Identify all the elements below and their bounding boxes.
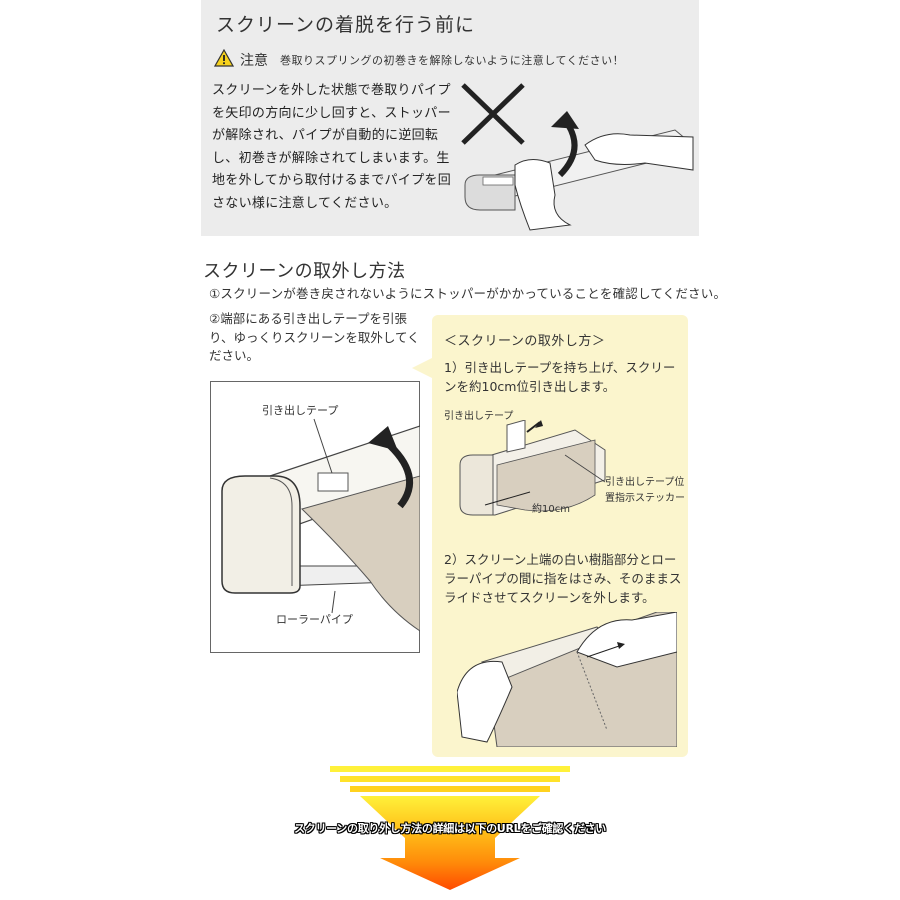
slide-out-illustration [457,612,677,747]
rotate-arrow-icon [551,111,579,178]
callout-pointer [412,358,432,378]
sticker-label: 引き出しテープ位置指示ステッカー [605,477,685,504]
length-label: 約10cm [532,504,570,515]
warning-panel [201,0,699,236]
step-2-text: ②端部にある引き出しテープを引張り、ゆっくりスクリーンを取外してください。 [209,311,420,363]
warning-illustration [461,83,694,231]
caution-text: 巻取りスプリングの初巻きを解除しないように注意してください！ [280,54,625,67]
pull-tape-illustration [459,420,606,516]
caution-row: 注意 巻取りスプリングの初巻きを解除しないように注意してください！ [213,48,625,71]
panel-step-1: 1）引き出しテープを持ち上げ、スクリーンを約10cm位引き出します。 [444,360,676,394]
section-title: スクリーンの取外し方法 [203,261,406,282]
step-1-text: ①スクリーンが巻き戻されないようにストッパーがかかっていることを確認してください… [209,286,727,301]
warning-body: スクリーンを外した状態で巻取りパイプを矢印の方向に少し回すと、ストッパーが解除さ… [212,83,452,211]
warning-triangle-icon [213,48,235,71]
roller-pipe-label: ローラーパイプ [276,613,353,626]
caution-label: 注意 [240,53,268,69]
tape-label: 引き出しテープ [262,404,339,417]
roller-diagram [221,418,420,632]
panel-title: ＜スクリーンの取外し方＞ [444,334,606,349]
banner-text: スクリーンの取り外し方法の詳細は以下のURLをご確認ください [294,822,606,835]
panel-step-2: 2）スクリーン上端の白い樹脂部分とローラーパイプの間に指をはさみ、そのままスライ… [444,552,682,605]
banner-arrow [330,766,570,890]
panel-tape-label: 引き出しテープ [444,411,514,422]
warning-title: スクリーンの着脱を行う前に [216,14,476,36]
cross-mark-icon [461,83,525,145]
